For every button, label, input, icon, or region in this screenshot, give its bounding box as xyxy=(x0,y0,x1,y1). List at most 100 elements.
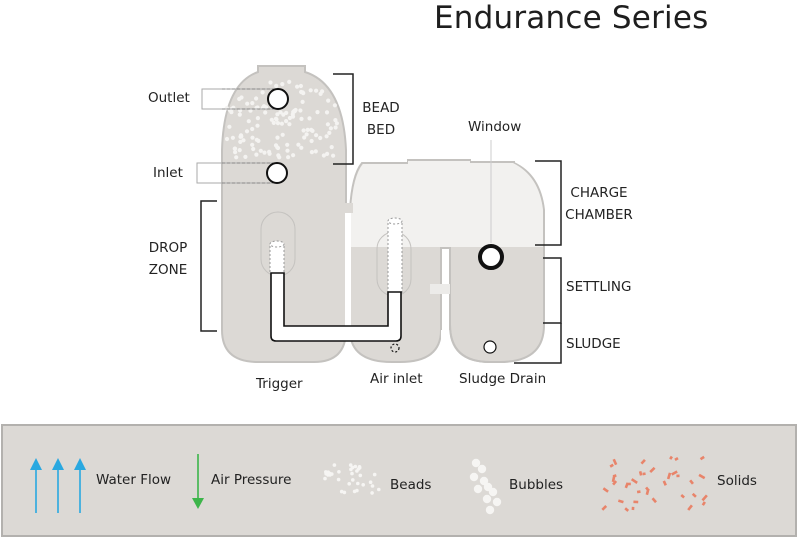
bead xyxy=(348,463,353,467)
bead xyxy=(368,480,373,484)
legend-label-beads: Beads xyxy=(390,477,432,493)
bead xyxy=(245,101,250,106)
bead xyxy=(361,483,366,487)
legend-label-solids: Solids xyxy=(717,473,757,489)
bead xyxy=(238,133,244,138)
bead xyxy=(227,124,232,129)
bead xyxy=(325,151,330,156)
bead xyxy=(356,481,360,486)
bead xyxy=(230,135,235,140)
bead xyxy=(298,83,303,89)
solid-particle xyxy=(624,507,630,512)
bubble xyxy=(482,494,492,504)
charge-chamber-label-line2: CHAMBER xyxy=(565,207,633,223)
bead xyxy=(239,95,244,100)
bead xyxy=(350,465,355,470)
solid-particle xyxy=(612,480,618,486)
bead xyxy=(280,82,285,87)
bead xyxy=(372,472,377,477)
bead xyxy=(347,482,352,486)
solid-particle xyxy=(617,499,624,504)
bead xyxy=(358,473,363,478)
bead xyxy=(285,148,290,153)
bead xyxy=(250,142,255,147)
bead xyxy=(274,83,279,88)
bead xyxy=(300,99,305,104)
settling-label: SETTLING xyxy=(566,279,632,295)
bead xyxy=(323,476,327,481)
solid-particle xyxy=(669,455,673,460)
bead xyxy=(271,120,276,125)
bead xyxy=(275,112,280,117)
legend-panel: Water Flow Air Pressure Beads Bubbles So… xyxy=(1,424,797,537)
bead xyxy=(237,112,242,117)
bead xyxy=(299,145,304,150)
charge-chamber-fill xyxy=(351,161,543,247)
solid-particle xyxy=(640,458,646,465)
bead xyxy=(275,145,280,150)
bubbles-icon xyxy=(469,458,502,515)
bead xyxy=(250,101,255,106)
bead xyxy=(251,146,256,152)
bead xyxy=(370,484,375,488)
air-inlet-label: Air inlet xyxy=(370,371,423,387)
charge-chamber-label-line1: CHARGE xyxy=(570,185,628,201)
sludge-label: SLUDGE xyxy=(566,336,621,352)
bead xyxy=(301,128,306,133)
legend-label-air-pressure: Air Pressure xyxy=(211,472,292,488)
bead-bed-label-line2: BED xyxy=(366,122,396,138)
legend-icons xyxy=(30,454,708,515)
solid-particle xyxy=(674,456,679,462)
bead xyxy=(328,473,332,477)
bead xyxy=(332,463,337,467)
solid-particle xyxy=(611,475,616,483)
bead xyxy=(284,119,289,124)
bead xyxy=(298,108,303,113)
bead xyxy=(250,126,255,132)
sludge-drain-port xyxy=(483,340,497,354)
bead xyxy=(314,133,319,138)
bead xyxy=(307,116,312,121)
trigger-label: Trigger xyxy=(256,376,303,392)
bead xyxy=(273,116,279,121)
bead xyxy=(304,132,309,137)
bead xyxy=(241,138,246,143)
solid-particle xyxy=(699,455,705,461)
bead xyxy=(299,116,304,121)
bead-bed-bracket xyxy=(333,73,354,165)
bead xyxy=(254,137,259,142)
bead xyxy=(250,135,255,140)
bead xyxy=(352,489,357,494)
solid-particle xyxy=(701,501,706,506)
solid-particle xyxy=(676,474,680,478)
bead xyxy=(286,155,291,160)
bead xyxy=(261,104,267,109)
bead xyxy=(318,135,323,141)
solid-particle xyxy=(662,480,667,486)
bead xyxy=(238,139,243,144)
solid-particle xyxy=(680,494,685,499)
bead xyxy=(237,148,242,153)
bead xyxy=(329,145,334,150)
bead xyxy=(262,150,267,155)
bead xyxy=(309,138,314,144)
bead xyxy=(333,118,338,123)
bead xyxy=(254,96,259,101)
bead xyxy=(287,122,292,127)
bead xyxy=(328,126,333,131)
air-inlet-port xyxy=(390,343,400,353)
bead xyxy=(260,90,265,95)
bubble xyxy=(477,464,487,474)
water-flow-arrows-icon xyxy=(30,458,86,513)
bead xyxy=(370,491,374,495)
bead xyxy=(301,91,306,96)
bead xyxy=(268,80,273,85)
air-pressure-arrow-icon xyxy=(192,454,204,509)
inlet-label: Inlet xyxy=(153,165,183,181)
legend-label-water-flow: Water Flow xyxy=(96,472,172,488)
bead xyxy=(248,108,253,113)
bead-bed-beads xyxy=(224,79,339,160)
bead xyxy=(290,114,296,119)
settling-bracket xyxy=(543,257,562,324)
bead xyxy=(291,153,296,158)
